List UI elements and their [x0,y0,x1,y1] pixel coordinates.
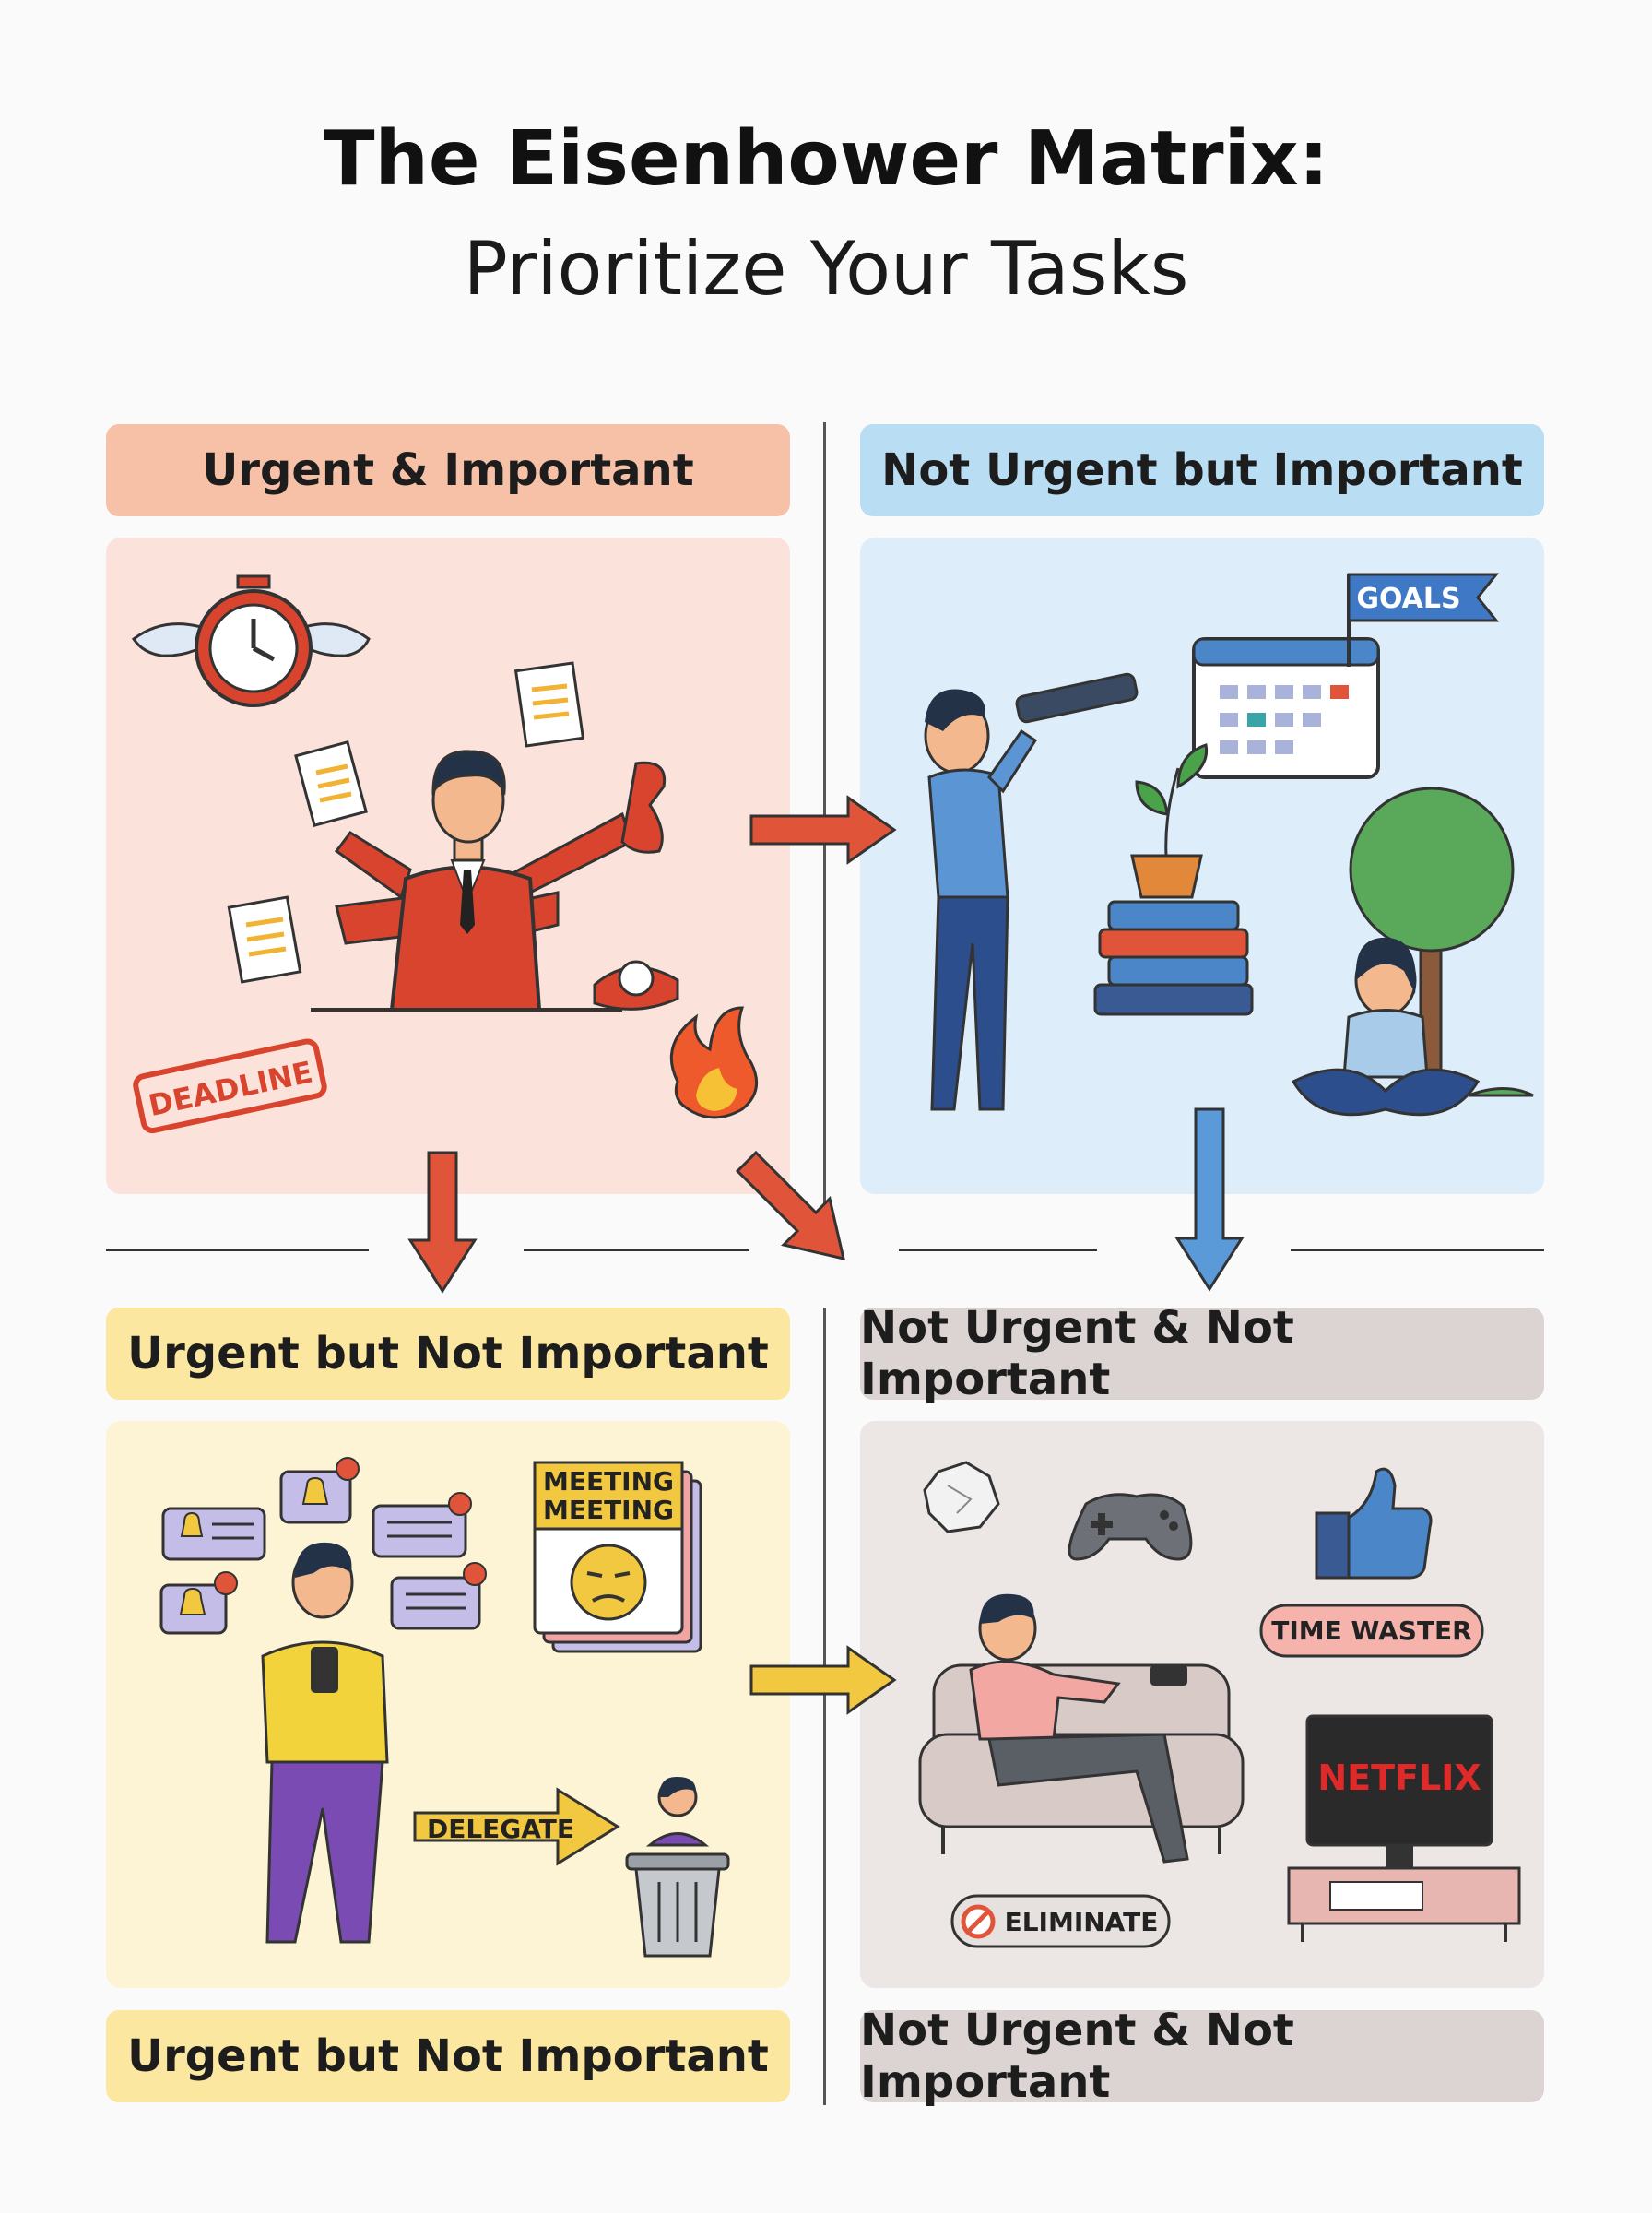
q2-panel: GOALS [860,538,1544,1194]
tv-brand-text: NETFLIX [1317,1757,1481,1798]
q4-panel: TIME WASTER NETFLIX [860,1421,1544,1988]
document-icon [513,661,585,748]
q1-header: Urgent & Important [106,424,790,516]
q4-tag-2-text: ELIMINATE [1005,1907,1159,1937]
crumpled-paper-icon [923,1461,1000,1533]
thumbs-up-icon [1315,1467,1433,1580]
meeting-notes-icon: MEETING MEETING [533,1461,702,1653]
q2-tag-text: GOALS [1356,583,1460,615]
arrow-q2-to-q4 [1174,1107,1245,1292]
time-waster-badge: TIME WASTER [1259,1604,1484,1658]
calendar-icon [1192,637,1380,779]
winged-stopwatch-icon [131,574,371,707]
tree-icon [1349,787,1534,1097]
tv-icon: NETFLIX [1287,1714,1521,1942]
eliminate-badge: ELIMINATE [950,1894,1171,1948]
deadline-stamp: DEADLINE [133,1038,327,1134]
meditating-person-icon [1291,937,1481,1117]
arrow-q3-to-q4 [749,1645,897,1715]
q4-tag-1-text: TIME WASTER [1271,1615,1472,1646]
footer-label-left-text: Urgent but Not Important [127,2030,769,2082]
game-controller-icon [1068,1493,1193,1561]
trash-can-icon [625,1776,730,1958]
q3-header: Urgent but Not Important [106,1308,790,1400]
plant-and-books-icon [1093,743,1254,1016]
q4-header: Not Urgent & Not Important [860,1302,1544,1405]
q3-header-label: Urgent but Not Important [127,1328,769,1379]
footer-label-left: Urgent but Not Important [106,2010,790,2102]
notification-bubble-icon [390,1562,487,1630]
q1-header-label: Urgent & Important [202,444,694,496]
q2-header: Not Urgent but Important [860,424,1544,516]
meeting-label-2: MEETING [543,1495,674,1525]
arrow-q1-to-q4 [735,1150,846,1261]
q2-header-label: Not Urgent but Important [881,444,1523,496]
page-title: The Eisenhower Matrix: [323,115,1329,203]
couch-with-person-icon [918,1593,1245,1864]
notification-bubble-icon [161,1507,266,1561]
horizontal-divider-segment [1291,1249,1544,1251]
vertical-divider-bottom [823,1308,826,2105]
ringing-phone-icon [593,761,679,1011]
horizontal-divider-segment [106,1249,369,1251]
goals-flag: GOALS [1347,573,1500,667]
page-subtitle: Prioritize Your Tasks [463,226,1189,312]
delegate-arrow: DELEGATE [413,1787,620,1866]
arrow-q1-to-q3 [407,1151,478,1294]
q4-header-label: Not Urgent & Not Important [860,1302,1294,1405]
notification-bubble-icon [159,1571,238,1635]
notification-bubble-icon [279,1457,360,1524]
notification-bubble-icon [372,1492,472,1558]
meeting-label-1: MEETING [543,1466,674,1497]
arrow-q1-to-q2 [749,795,897,865]
q1-panel: DEADLINE [106,538,790,1194]
stressed-businessman-icon [311,750,633,1012]
horizontal-divider-segment [899,1249,1097,1251]
fire-icon [669,1006,759,1119]
document-icon [227,895,302,984]
horizontal-divider-segment [524,1249,749,1251]
q3-panel: MEETING MEETING DELEGATE [106,1421,790,1988]
person-on-phone-icon [261,1542,389,1944]
document-icon [294,740,368,828]
footer-label-right-text: Not Urgent & Not Important [860,2005,1294,2108]
q3-tag-text: DELEGATE [427,1814,574,1844]
person-with-telescope-icon [924,672,1139,1111]
footer-label-right: Not Urgent & Not Important [860,2005,1544,2108]
